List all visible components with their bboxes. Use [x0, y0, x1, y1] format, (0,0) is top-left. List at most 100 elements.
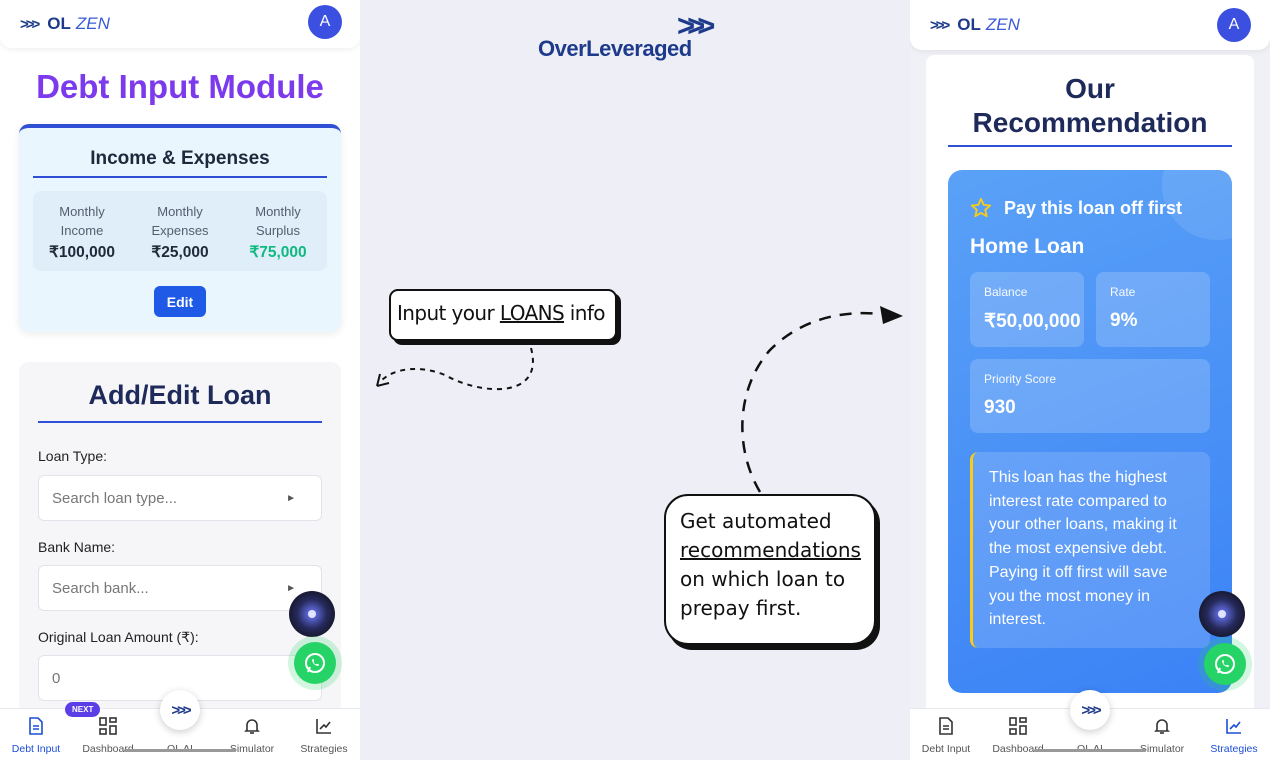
nav-debt-input[interactable]: Debt Input	[0, 709, 72, 760]
brand-zen: ZEN	[985, 15, 1020, 34]
ai-assistant-button[interactable]	[289, 591, 335, 637]
whatsapp-icon	[305, 653, 325, 673]
nav-debt-input[interactable]: Debt Input	[910, 709, 982, 760]
loan-amount-value: 0	[52, 669, 61, 687]
brand-logo[interactable]: >>> OL ZEN	[20, 14, 110, 34]
loan-amount-label: Original Loan Amount (₹):	[38, 629, 199, 645]
loan-name: Home Loan	[970, 235, 1085, 258]
loan-type-select[interactable]: Search loan type... ►	[38, 475, 322, 521]
nav-simulator[interactable]: Simulator	[1126, 709, 1198, 760]
divider	[948, 145, 1232, 147]
nav-label: Strategies	[1210, 743, 1258, 755]
nav-dashboard[interactable]: NEXT Dashboard	[65, 702, 144, 760]
rate-label: Rate	[1110, 285, 1136, 299]
stat-value: ₹25,000	[151, 244, 209, 261]
whatsapp-button[interactable]	[1204, 643, 1246, 685]
dashed-arrow-left	[381, 347, 534, 391]
bell-icon	[1126, 715, 1198, 737]
rate-box: Rate 9%	[1096, 272, 1210, 347]
nav-label: Strategies	[300, 743, 348, 755]
stat-label: Monthly Surplus	[255, 204, 301, 238]
balance-value: ₹50,00,000	[984, 311, 1081, 332]
caret-right-icon: ►	[286, 582, 296, 594]
bank-name-select[interactable]: Search bank... ►	[38, 565, 322, 611]
nav-dashboard[interactable]: Dashboard	[982, 709, 1054, 760]
stat-value: ₹75,000	[249, 244, 307, 261]
divider	[38, 421, 322, 423]
ai-assistant-button[interactable]	[1199, 591, 1245, 637]
priority-score-box: Priority Score 930	[970, 359, 1210, 433]
bank-name-label: Bank Name:	[38, 539, 116, 555]
home-indicator	[1034, 749, 1146, 752]
loan-type-placeholder: Search loan type...	[52, 489, 178, 507]
document-icon	[910, 715, 982, 737]
callout-text: Input your	[397, 301, 500, 325]
nav-label: Simulator	[1139, 743, 1185, 755]
callout-line: Get automated	[680, 509, 832, 533]
nav-label: Dashboard	[992, 743, 1044, 755]
nav-simulator[interactable]: Simulator	[216, 709, 288, 760]
nav-strategies[interactable]: Strategies	[1198, 709, 1270, 760]
rate-value: 9%	[1110, 310, 1138, 331]
debt-input-screen: >>> OL ZEN A Debt Input Module Income & …	[0, 0, 360, 760]
brand-logo[interactable]: >>> OL ZEN	[930, 15, 1020, 35]
bell-icon	[216, 715, 288, 737]
priority-loan-card: Pay this loan off first Home Loan Balanc…	[948, 170, 1232, 693]
ol-ai-chevrons-icon: >>>	[1070, 690, 1110, 730]
divider	[33, 176, 327, 178]
priority-value: 930	[984, 397, 1016, 418]
callout-emphasis: LOANS	[499, 301, 565, 325]
grid-icon	[72, 715, 144, 737]
overleveraged-logo: >>> OverLeveraged	[538, 8, 738, 68]
grid-icon	[982, 715, 1054, 737]
callout-line: on which loan to	[680, 567, 846, 591]
chevrons-logo-icon: >>>	[930, 16, 950, 34]
add-edit-loan-form: Add/Edit Loan Loan Type: Search loan typ…	[19, 362, 341, 760]
stat-monthly-income: Monthly Income ₹100,000	[33, 191, 131, 271]
top-bar: >>> OL ZEN A	[910, 0, 1270, 50]
bottom-nav: Debt Input Dashboard >>> OL AI Simulator…	[910, 690, 1270, 760]
recommendation-reason: This loan has the highest interest rate …	[970, 452, 1210, 648]
page-title: Debt Input Module	[36, 68, 324, 105]
nav-ol-ai[interactable]: >>> OL AI	[1054, 690, 1126, 760]
nav-ol-ai[interactable]: >>> OL AI	[144, 690, 216, 760]
nav-label: Simulator	[229, 743, 275, 755]
edit-button[interactable]: Edit	[154, 286, 206, 317]
priority-label: Priority Score	[984, 372, 1057, 386]
avatar[interactable]: A	[1217, 8, 1251, 42]
arrowhead-left	[376, 373, 390, 387]
title-line: Our	[1065, 73, 1115, 104]
stat-monthly-expenses: Monthly Expenses ₹25,000	[131, 191, 229, 271]
arrowhead-right	[880, 306, 903, 324]
nav-strategies[interactable]: Strategies	[288, 709, 360, 760]
pay-first-text: Pay this loan off first	[1004, 197, 1183, 218]
stat-monthly-surplus: Monthly Surplus ₹75,000	[229, 191, 327, 271]
dashed-arrow-right	[741, 311, 881, 493]
title-line: Recommendation	[972, 107, 1208, 138]
next-badge: NEXT	[65, 702, 101, 717]
callout-emphasis: recommendations	[680, 538, 861, 562]
balance-box: Balance ₹50,00,000	[970, 272, 1084, 347]
trend-chart-icon	[1198, 715, 1270, 737]
callout-input-loans: Input your LOANS info	[389, 289, 617, 341]
document-icon	[0, 715, 72, 737]
loan-type-label: Loan Type:	[38, 448, 108, 464]
nav-label: Dashboard	[82, 743, 134, 755]
callout-recommendations: Get automated recommendations on which l…	[664, 494, 876, 645]
stat-label: Monthly Expenses	[151, 204, 209, 238]
avatar[interactable]: A	[308, 5, 342, 39]
home-indicator	[124, 749, 236, 752]
ol-ai-chevrons-icon: >>>	[160, 690, 200, 730]
loan-form-title: Add/Edit Loan	[88, 380, 272, 410]
recommendation-title: Our Recommendation	[926, 72, 1254, 140]
recommendation-card: Our Recommendation Pay this loan off fir…	[926, 55, 1254, 760]
income-expenses-card: Income & Expenses Monthly Income ₹100,00…	[19, 124, 341, 332]
stat-value: ₹100,000	[49, 244, 115, 261]
callout-text: info	[564, 301, 606, 325]
callout-line: prepay first.	[680, 596, 802, 620]
star-icon	[970, 197, 992, 218]
whatsapp-button[interactable]	[294, 642, 336, 684]
caret-right-icon: ►	[286, 492, 296, 504]
income-stats: Monthly Income ₹100,000 Monthly Expenses…	[33, 191, 327, 271]
